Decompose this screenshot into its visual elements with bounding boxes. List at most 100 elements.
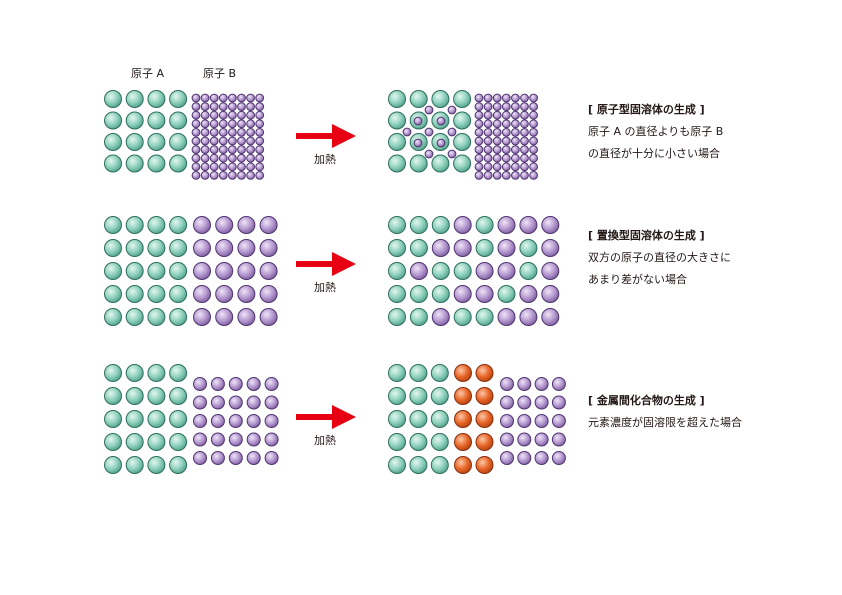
atom-b (520, 286, 537, 303)
atom-a (126, 240, 143, 257)
atom-b (552, 415, 565, 428)
atom-a (389, 309, 406, 326)
atom-a (170, 434, 187, 451)
atom-b (475, 154, 483, 162)
atom-a (498, 286, 515, 303)
atom-a (454, 91, 471, 108)
heating-arrow-1 (296, 124, 356, 148)
atom-b (211, 452, 224, 465)
atom-b (475, 146, 483, 154)
compound-atom (476, 365, 493, 382)
atom-b (247, 120, 255, 128)
atom-b (211, 433, 224, 446)
atom-b (219, 163, 227, 171)
atom-a (389, 388, 406, 405)
atom-b (493, 172, 501, 180)
atom-b (238, 111, 246, 119)
atom-a (148, 457, 165, 474)
atom-b (521, 172, 529, 180)
atom-b (521, 154, 529, 162)
atom-a (148, 155, 165, 172)
atom-a (170, 91, 187, 108)
atom-b (219, 137, 227, 145)
atom-b (521, 103, 529, 111)
atom-b (475, 103, 483, 111)
atom-b (247, 433, 260, 446)
atom-a (148, 134, 165, 151)
atom-b (552, 433, 565, 446)
atom-a (431, 411, 448, 428)
atom-b (260, 240, 277, 257)
atom-b (211, 378, 224, 391)
compound-atom (455, 434, 472, 451)
atom-b (502, 163, 510, 171)
atom-b (201, 172, 209, 180)
atom-b (502, 120, 510, 128)
atom-b (238, 137, 246, 145)
atom-a (431, 457, 448, 474)
atom-b (260, 217, 277, 234)
atom-b (448, 106, 456, 114)
atom-a (105, 217, 122, 234)
atom-b (201, 137, 209, 145)
atom-b (520, 217, 537, 234)
atom-b (521, 94, 529, 102)
atom-b (211, 396, 224, 409)
atom-b (552, 396, 565, 409)
atom-b (493, 129, 501, 137)
atom-b (216, 240, 233, 257)
atom-a (148, 240, 165, 257)
atom-b (210, 137, 218, 145)
atom-a (105, 134, 122, 151)
atom-b (216, 217, 233, 234)
atom-b (475, 129, 483, 137)
atom-a (148, 365, 165, 382)
atom-a (126, 217, 143, 234)
atom-a (431, 365, 448, 382)
atom-b (229, 146, 237, 154)
atom-a (105, 309, 122, 326)
atom-b (260, 309, 277, 326)
atom-b (535, 452, 548, 465)
atom-a (170, 217, 187, 234)
atom-a (389, 91, 406, 108)
atom-b (498, 240, 515, 257)
atom-b (476, 263, 493, 280)
atom-b (238, 163, 246, 171)
heat-label-1: 加熱 (314, 153, 336, 167)
atom-b (210, 111, 218, 119)
atom-a (148, 309, 165, 326)
atom-b (512, 120, 520, 128)
description-2: [ 置換型固溶体の生成 ] 双方の原子の直径の大きさに あまり差がない場合 (588, 225, 731, 291)
atom-b (498, 263, 515, 280)
atom-b (493, 103, 501, 111)
atom-b (530, 120, 538, 128)
atom-b (229, 137, 237, 145)
atom-b (484, 163, 492, 171)
atom-b (216, 286, 233, 303)
atom-a (170, 309, 187, 326)
atom-b (448, 128, 456, 136)
heat-label-2: 加熱 (314, 281, 336, 295)
atom-b (201, 111, 209, 119)
atom-b (501, 433, 514, 446)
atom-b (247, 396, 260, 409)
atom-a (170, 112, 187, 129)
heating-arrow-2 (296, 252, 356, 276)
atom-b (219, 129, 227, 137)
atom-b (493, 137, 501, 145)
description-title-2: [ 置換型固溶体の生成 ] (588, 225, 731, 247)
atom-b (247, 378, 260, 391)
atom-b (501, 378, 514, 391)
atom-b (502, 111, 510, 119)
atom-b (475, 163, 483, 171)
atom-b (498, 309, 515, 326)
atom-b (256, 94, 264, 102)
atom-b (256, 172, 264, 180)
atom-a (126, 309, 143, 326)
atom-b (454, 217, 471, 234)
atom-b (256, 146, 264, 154)
atom-b (521, 111, 529, 119)
atom-b (265, 452, 278, 465)
